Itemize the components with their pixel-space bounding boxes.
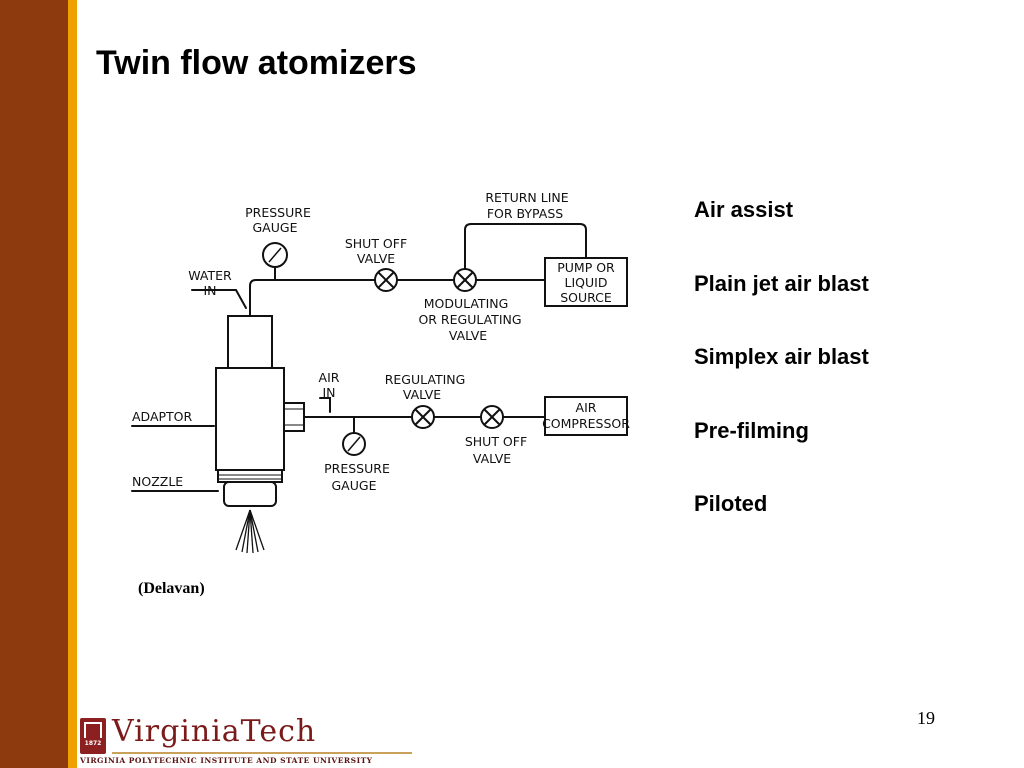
air-fitting <box>283 402 305 432</box>
shut-off-valve-top-icon <box>374 268 398 292</box>
return-line <box>464 223 587 281</box>
slide-title: Twin flow atomizers <box>96 44 417 82</box>
water-in-leader <box>191 289 247 309</box>
nozzle-collar <box>217 469 283 483</box>
upper-tube <box>227 315 273 369</box>
pump-liquid-source-box <box>544 257 628 307</box>
pressure-gauge-bottom-icon <box>342 432 366 456</box>
logo-rule <box>112 752 412 754</box>
page-number: 19 <box>917 708 935 728</box>
water-line <box>249 279 546 317</box>
label-nozzle: NOZZLE <box>132 474 183 489</box>
modulating-valve-icon <box>453 268 477 292</box>
nozzle-tip <box>223 481 277 507</box>
left-gold-bar <box>68 0 77 768</box>
air-compressor-box <box>544 396 628 436</box>
logo-subtitle: VIRGINIA POLYTECHNIC INSTITUTE AND STATE… <box>80 756 373 765</box>
pressure-gauge-top-icon <box>262 242 288 268</box>
bullet-item: Simplex air blast <box>694 344 869 369</box>
label-adaptor: ADAPTOR <box>132 409 193 424</box>
virginia-tech-logo: 1872 VirginiaTech VIRGINIA POLYTECHNIC I… <box>80 712 412 768</box>
university-seal-icon <box>80 718 106 754</box>
bullet-item: Pre-filming <box>694 417 809 443</box>
bullet-item: Air assist <box>694 197 794 222</box>
regulating-valve-icon <box>411 405 435 429</box>
logo-year: 1872 <box>84 740 102 747</box>
air-in-leader <box>319 397 331 413</box>
left-brown-bar <box>0 0 68 768</box>
spray <box>235 509 265 554</box>
logo-wordmark: VirginiaTech <box>112 714 317 749</box>
shut-off-valve-bottom-icon <box>480 405 504 429</box>
adaptor-body <box>215 367 285 471</box>
bullet-list: Air assist Plain jet air blast Simplex a… <box>694 196 869 564</box>
bullet-item: Plain jet air blast <box>694 270 869 296</box>
bullet-item: Piloted <box>694 491 768 516</box>
figure-caption: (Delavan) <box>138 580 205 597</box>
